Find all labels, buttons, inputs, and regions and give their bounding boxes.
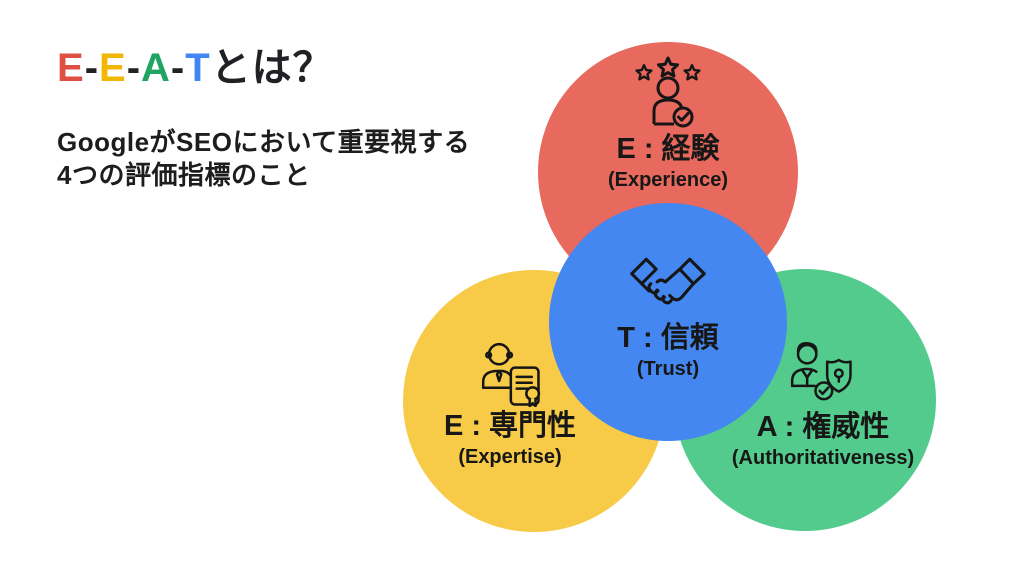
trust-label-ja: T : 信頼 — [617, 322, 719, 354]
page-title: E-E-A-Tとは？ — [57, 46, 334, 90]
person-certificate-icon — [478, 340, 542, 407]
experience-label-ja: E : 経験 — [616, 133, 720, 165]
subtitle-line1: GoogleがSEOにおいて重要視する — [57, 127, 471, 157]
title-letter-t: T — [185, 46, 211, 90]
experience-label-en: (Experience) — [607, 169, 729, 192]
person-stars-check-icon — [630, 56, 706, 128]
expertise-label-en: (Expertise) — [458, 446, 562, 469]
title-dash: - — [170, 46, 186, 90]
trust-circle — [549, 203, 787, 441]
subtitle-line2: 4つの評価指標のこと — [57, 160, 311, 191]
experience-block: E : 経験 (Experience) — [568, 56, 768, 193]
title-dash: - — [84, 46, 100, 90]
title-letter-e2: E — [99, 46, 127, 90]
handshake-icon — [628, 252, 708, 310]
person-shield-check-icon — [788, 340, 858, 405]
title-dash: - — [126, 46, 142, 90]
title-letter-e1: E — [57, 46, 85, 90]
title-suffix: とは？ — [210, 46, 334, 90]
title-letter-a: A — [141, 46, 171, 90]
authority-label-ja: A : 権威性 — [756, 411, 890, 443]
authority-block: A : 権威性 (Authoritativeness) — [708, 340, 938, 471]
authority-label-en: (Authoritativeness) — [731, 447, 915, 470]
trust-block: T : 信頼 (Trust) — [568, 252, 768, 382]
expertise-block: E : 専門性 (Expertise) — [410, 340, 610, 470]
page-subtitle: GoogleがSEOにおいて重要視する 4つの評価指標のこと — [57, 126, 470, 193]
trust-label-en: (Trust) — [636, 358, 700, 381]
expertise-label-ja: E : 専門性 — [443, 410, 577, 442]
